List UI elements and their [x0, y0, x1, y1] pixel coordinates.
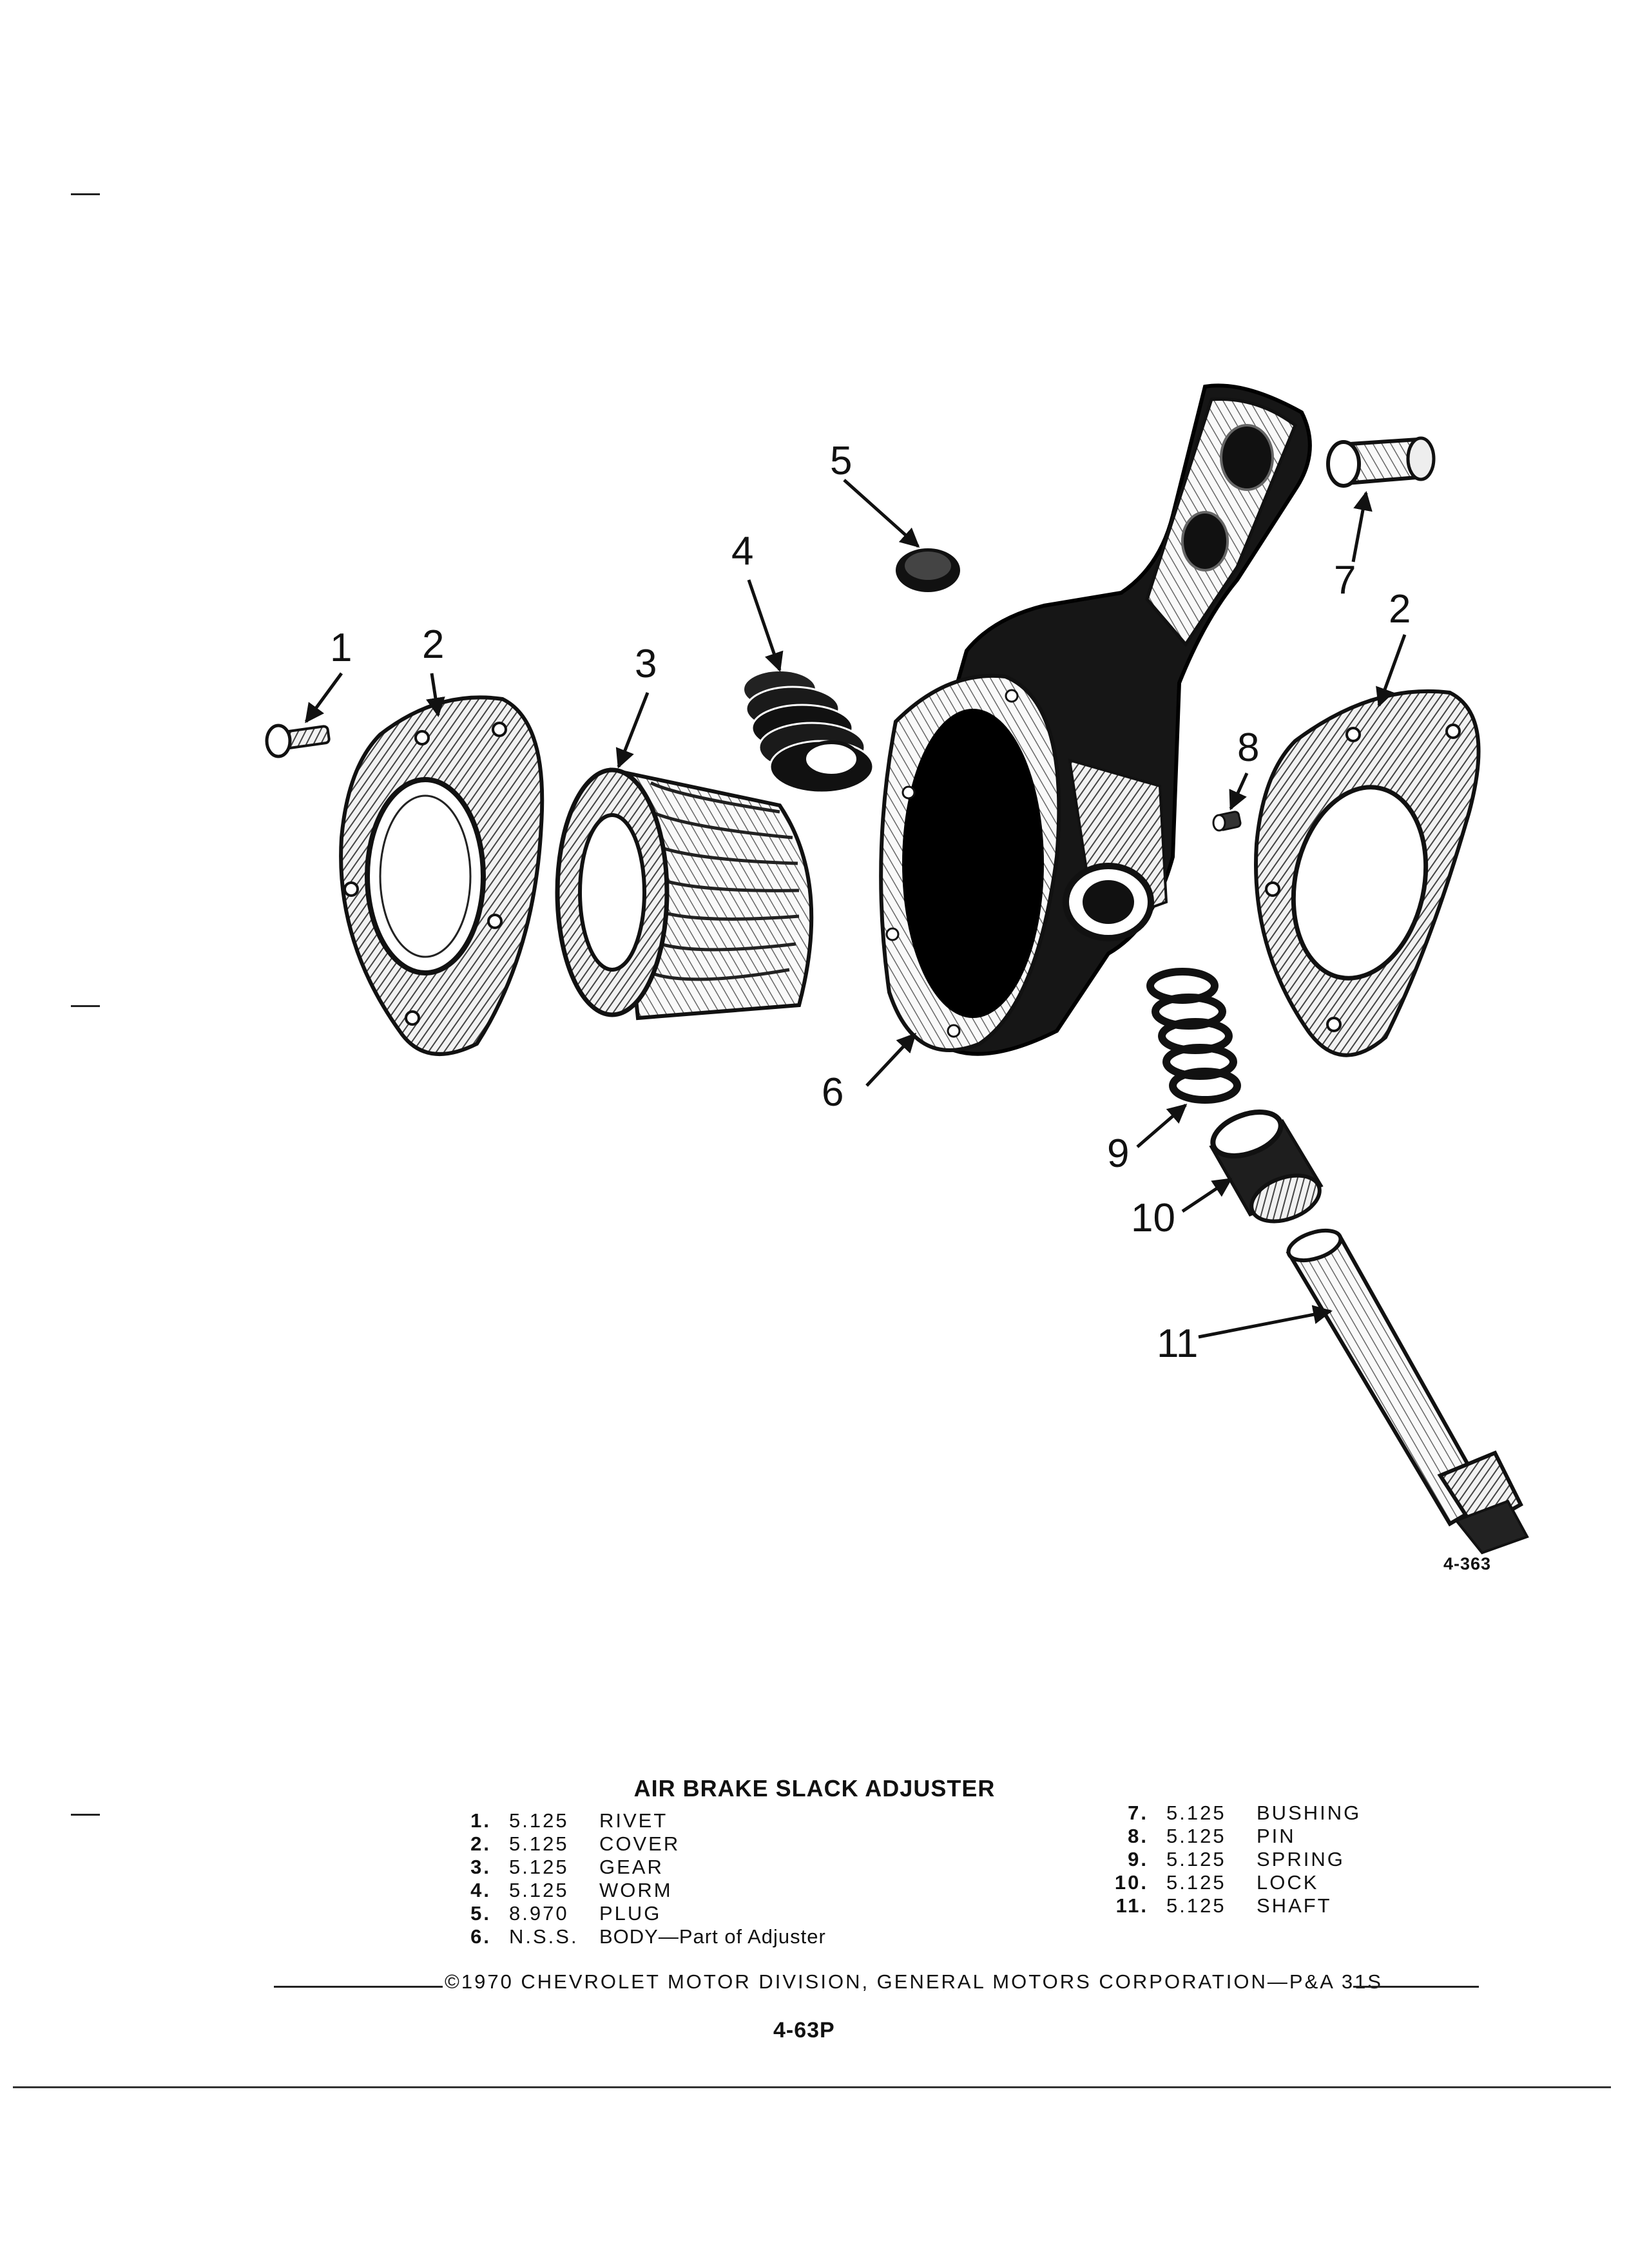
callout-6: 6 — [822, 1070, 844, 1115]
leader-arrows — [304, 479, 1407, 1339]
callout-8: 8 — [1237, 726, 1260, 770]
page-title: AIR BRAKE SLACK ADJUSTER — [633, 1775, 996, 1802]
rivet-part — [265, 724, 331, 758]
callout-11: 11 — [1157, 1321, 1199, 1366]
callout-2: 2 — [422, 622, 445, 667]
copyright-rule-left — [274, 1986, 443, 1988]
exploded-diagram — [265, 383, 1529, 1555]
pin-part — [1212, 811, 1242, 832]
callout-7: 7 — [1334, 558, 1356, 602]
page-number: 4-63P — [773, 2018, 835, 2042]
callout-3: 3 — [635, 642, 657, 686]
body-part — [879, 383, 1312, 1056]
callout-2-right: 2 — [1389, 587, 1411, 631]
margin-mark — [71, 193, 100, 195]
gear-part — [555, 767, 814, 1021]
plug-part — [896, 548, 960, 592]
figure-id: 4-363 — [1443, 1554, 1492, 1573]
cover-left-part — [339, 695, 545, 1056]
shaft-part — [1286, 1228, 1529, 1555]
callout-1: 1 — [330, 626, 352, 670]
list-item: 6.N.S.S.BODY—Part of Adjuster — [470, 1925, 826, 1948]
callout-9: 9 — [1107, 1131, 1130, 1176]
cover-right-part — [1254, 689, 1481, 1057]
copyright-rule-right — [1353, 1986, 1479, 1988]
worm-part — [744, 671, 874, 794]
spring-part — [1146, 968, 1241, 1104]
callout-5: 5 — [830, 439, 853, 483]
lock-part — [1209, 1110, 1324, 1224]
bushing-part — [1326, 436, 1436, 488]
callout-10: 10 — [1131, 1196, 1175, 1240]
copyright-text: ©1970 CHEVROLET MOTOR DIVISION, GENERAL … — [445, 1970, 1383, 1993]
callout-4: 4 — [731, 529, 754, 573]
margin-mark — [71, 1814, 100, 1816]
bottom-rule — [13, 2086, 1611, 2088]
margin-mark — [71, 1005, 100, 1007]
